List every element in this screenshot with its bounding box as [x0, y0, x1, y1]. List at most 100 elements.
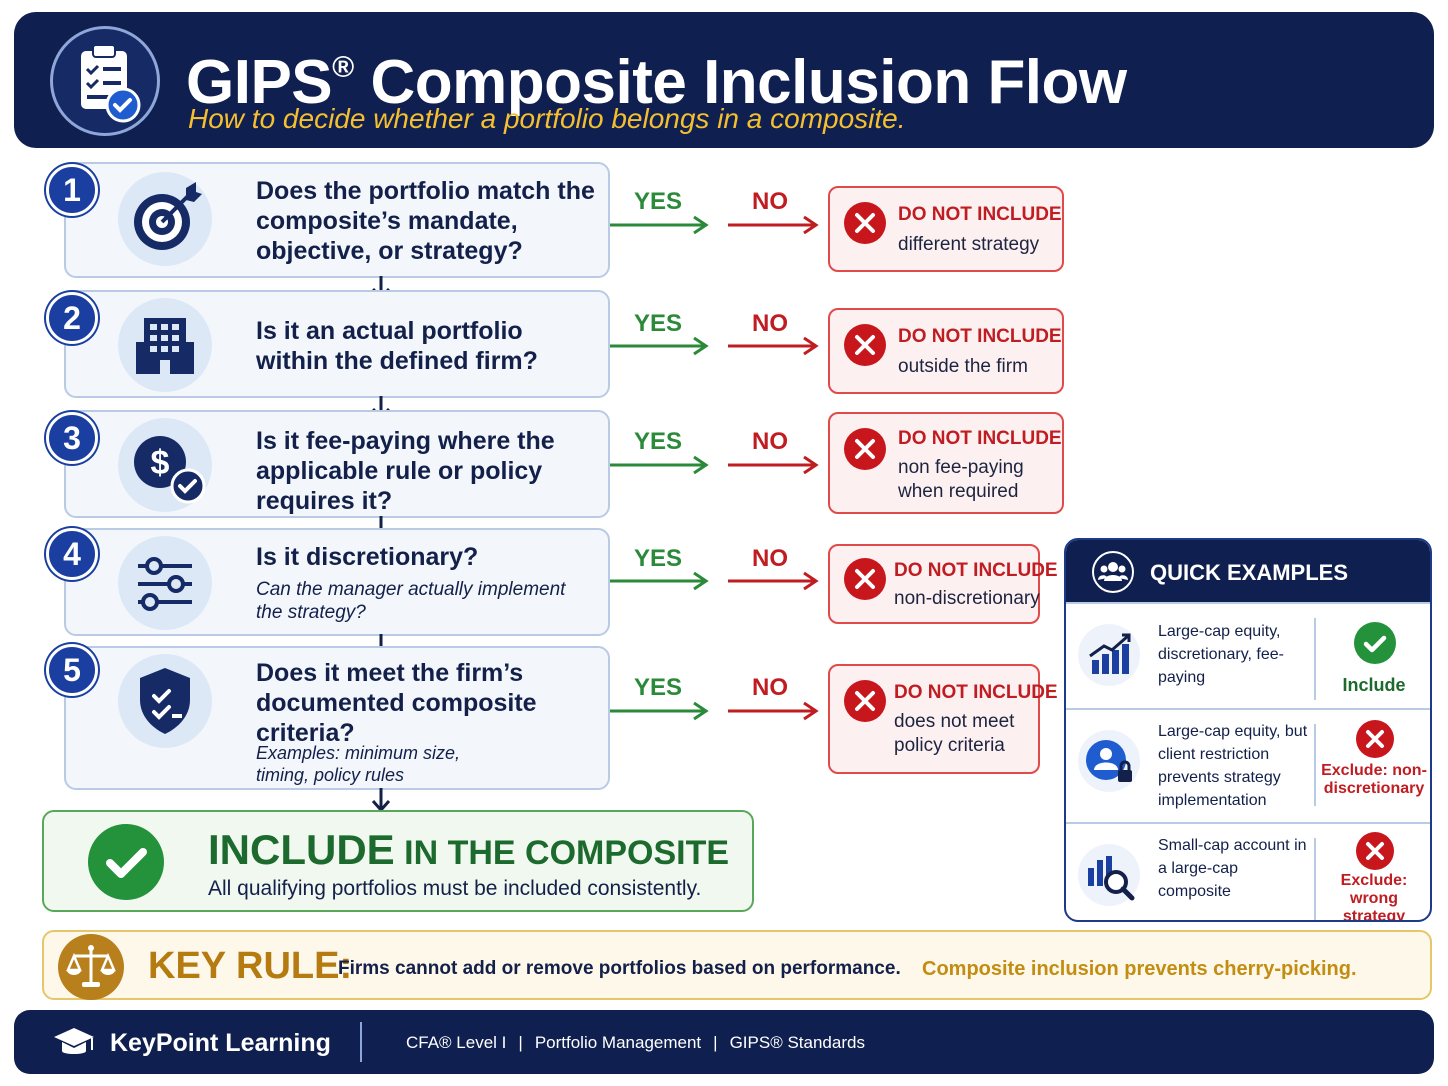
- step-1-exclude-heading: DO NOT INCLUDE: [898, 204, 1062, 225]
- close-icon: [1356, 720, 1394, 758]
- step-3-yes-arrow: [610, 455, 709, 475]
- footer-tag: CFA® Level I: [406, 1033, 507, 1052]
- page-subtitle: How to decide whether a portfolio belong…: [188, 103, 906, 134]
- graduation-cap-icon: [52, 1022, 96, 1062]
- step-4-no-label: NO: [752, 545, 788, 572]
- include-box: INCLUDE IN THE COMPOSITE All qualifying …: [42, 810, 754, 912]
- step-1-yes-arrow: [610, 215, 709, 235]
- quick-example-text: Small-cap account in a large-cap composi…: [1158, 837, 1307, 900]
- step-5-number: 5: [46, 644, 98, 696]
- step-4-no-arrow: [728, 571, 819, 591]
- key-rule-text: Firms cannot add or remove portfolios ba…: [338, 958, 901, 979]
- quick-example-row: Large-cap equity, but client restriction…: [1066, 708, 1430, 816]
- quick-examples-title: QUICK EXAMPLES: [1150, 560, 1349, 585]
- sliders-icon: [118, 536, 212, 630]
- step-1-no-arrow: [728, 215, 819, 235]
- quick-example-row: Small-cap account in a large-cap composi…: [1066, 822, 1430, 922]
- step-4-question: Is it discretionary?: [256, 543, 479, 571]
- step-5-no-arrow: [728, 701, 819, 721]
- step-2-no-arrow: [728, 336, 819, 356]
- include-description: All qualifying portfolios must be includ…: [208, 877, 702, 900]
- header-banner: GIPS® Composite Inclusion Flow How to de…: [14, 12, 1434, 148]
- step-2-question: Is it an actual portfolio within the def…: [256, 317, 538, 375]
- close-icon: [844, 558, 886, 600]
- scales-icon: [58, 934, 124, 1000]
- step-1-number: 1: [46, 164, 98, 216]
- step-4-exclude-box: DO NOT INCLUDE non-discretionary: [828, 544, 1058, 624]
- step-5-exclude-heading: DO NOT INCLUDE: [894, 682, 1058, 703]
- divider: [1314, 724, 1316, 806]
- step-2-no-label: NO: [752, 310, 788, 337]
- step-5-note: Examples: minimum size, timing, policy r…: [256, 743, 461, 785]
- close-icon: [844, 202, 886, 244]
- step-4-exclude-heading: DO NOT INCLUDE: [894, 560, 1058, 581]
- step-5-exclude-box: DO NOT INCLUDE does not meet policy crit…: [828, 664, 1058, 774]
- step-2-number: 2: [46, 292, 98, 344]
- step-5-yes-label: YES: [634, 674, 683, 701]
- step-1-yes-label: YES: [634, 188, 683, 215]
- dollar-check-icon: $: [118, 418, 212, 512]
- step-3-question: Is it fee-paying where the applicable ru…: [256, 427, 555, 515]
- step-3-number: 3: [46, 412, 98, 464]
- step-2-yes-arrow: [610, 336, 709, 356]
- step-1-exclude-box: DO NOT INCLUDE different strategy: [828, 186, 1064, 272]
- step-3-no-label: NO: [752, 428, 788, 455]
- building-icon: [118, 298, 212, 392]
- target-icon: [118, 172, 212, 266]
- verdict-label: Include: [1342, 675, 1406, 695]
- svg-text:$: $: [151, 444, 170, 482]
- bar-chart-icon: [1078, 624, 1140, 686]
- user-lock-icon: [1078, 730, 1140, 792]
- footer-bar: KeyPoint Learning CFA® Level I|Portfolio…: [14, 1010, 1434, 1074]
- step-4-yes-label: YES: [634, 545, 683, 572]
- close-icon: [1356, 832, 1394, 870]
- step-2-yes-label: YES: [634, 310, 683, 337]
- step-5-question: Does it meet the firm’s documented compo…: [256, 659, 537, 747]
- step-3-no-arrow: [728, 455, 819, 475]
- include-title: INCLUDE IN THE COMPOSITE: [208, 826, 730, 873]
- quick-example-text: Large-cap equity, but client restriction…: [1158, 723, 1308, 809]
- step-5-no-label: NO: [752, 674, 788, 701]
- step-2-exclude-reason: outside the firm: [898, 356, 1028, 377]
- quick-example-text: Large-cap equity, discretionary, fee-pay…: [1158, 623, 1284, 686]
- footer-tags: CFA® Level I|Portfolio Management|GIPS® …: [406, 1033, 865, 1052]
- step-1-exclude-reason: different strategy: [898, 234, 1040, 255]
- divider: [1314, 618, 1316, 700]
- step-3-exclude-box: DO NOT INCLUDE non fee-paying when requi…: [828, 412, 1064, 514]
- key-rule-note: Composite inclusion prevents cherry-pick…: [922, 958, 1357, 980]
- verdict-label: Exclude: non-discretionary: [1321, 762, 1427, 797]
- brand-name: KeyPoint Learning: [110, 1029, 331, 1057]
- check-circle-icon: [88, 824, 164, 900]
- verdict-label: Exclude: wrong strategy: [1340, 872, 1408, 922]
- step-2-exclude-heading: DO NOT INCLUDE: [898, 326, 1062, 347]
- page-title: GIPS® Composite Inclusion Flow: [186, 48, 1127, 117]
- shield-check-icon: [118, 654, 212, 748]
- step-5-exclude-reason: does not meet policy criteria: [894, 711, 1015, 756]
- quick-examples-panel: QUICK EXAMPLES Large-cap equity, discret…: [1064, 538, 1432, 922]
- step-3-exclude-reason: non fee-paying when required: [898, 457, 1024, 502]
- key-rule-banner: KEY RULE: Firms cannot add or remove por…: [42, 930, 1432, 1000]
- step-4-yes-arrow: [610, 571, 709, 591]
- key-rule-label: KEY RULE:: [148, 945, 353, 987]
- step-2-exclude-box: DO NOT INCLUDE outside the firm: [828, 308, 1064, 394]
- close-icon: [844, 324, 886, 366]
- divider: [360, 1022, 362, 1062]
- footer-tag: Portfolio Management: [534, 1033, 702, 1052]
- check-circle-icon: [1354, 622, 1396, 664]
- quick-examples-header: QUICK EXAMPLES: [1066, 540, 1430, 604]
- step-4-exclude-reason: non-discretionary: [894, 588, 1040, 609]
- step-3-exclude-heading: DO NOT INCLUDE: [898, 428, 1062, 449]
- quick-example-row: Large-cap equity, discretionary, fee-pay…: [1066, 602, 1430, 710]
- divider: [1314, 838, 1316, 920]
- step-1-question: Does the portfolio match the composite’s…: [256, 177, 595, 265]
- clipboard-check-icon: [50, 26, 160, 136]
- close-icon: [844, 428, 886, 470]
- step-5-yes-arrow: [610, 701, 709, 721]
- step-1-no-label: NO: [752, 188, 788, 215]
- step-3-yes-label: YES: [634, 428, 683, 455]
- chart-magnifier-icon: [1078, 844, 1140, 906]
- step-4-note: Can the manager actually implement the s…: [256, 579, 566, 623]
- close-icon: [844, 680, 886, 722]
- footer-tag: GIPS® Standards: [729, 1033, 865, 1052]
- step-4-number: 4: [46, 528, 98, 580]
